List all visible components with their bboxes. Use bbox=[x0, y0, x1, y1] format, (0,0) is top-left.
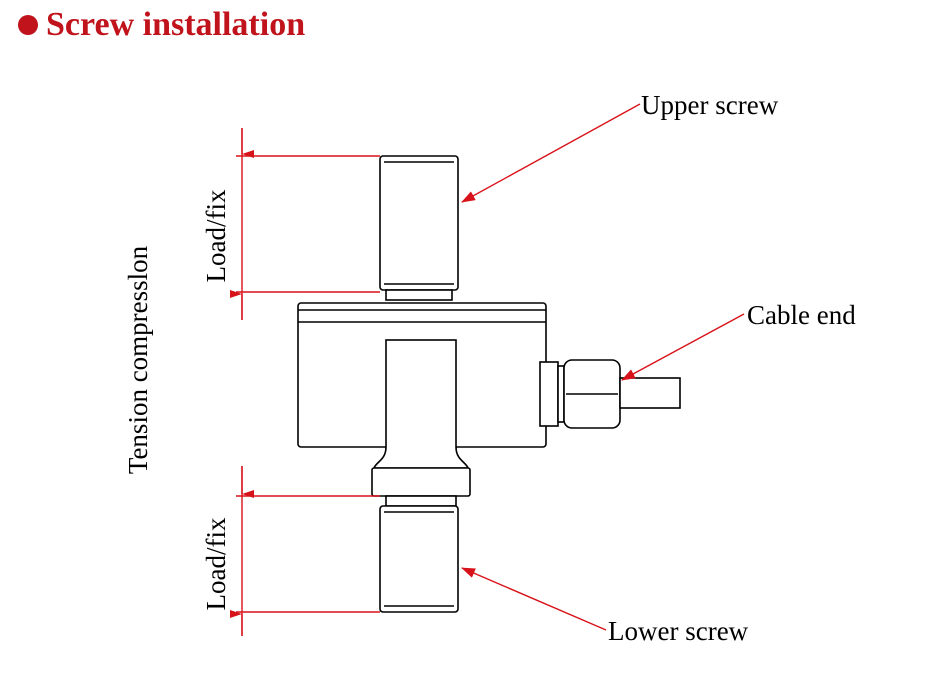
page-title: Screw installation bbox=[46, 6, 306, 43]
upper-screw-label: Upper screw bbox=[641, 90, 779, 120]
tension-compression-label: Tension compresslon bbox=[123, 245, 153, 474]
lower-screw-label: Lower screw bbox=[608, 616, 749, 646]
bottom-dimension bbox=[230, 466, 380, 636]
lower-collar bbox=[371, 446, 471, 507]
leader-lines bbox=[461, 103, 745, 631]
section-header: Screw installation bbox=[18, 6, 305, 44]
load-fix-top-label: Load/fix bbox=[201, 189, 231, 282]
sensor-body bbox=[297, 302, 547, 449]
load-fix-bottom-label: Load/fix bbox=[201, 517, 231, 610]
bullet-icon bbox=[18, 15, 38, 35]
top-dimension bbox=[230, 128, 380, 320]
upper-screw bbox=[379, 155, 459, 301]
lower-screw bbox=[379, 505, 459, 613]
cable-end-label: Cable end bbox=[747, 300, 856, 330]
cable-gland bbox=[539, 359, 681, 429]
